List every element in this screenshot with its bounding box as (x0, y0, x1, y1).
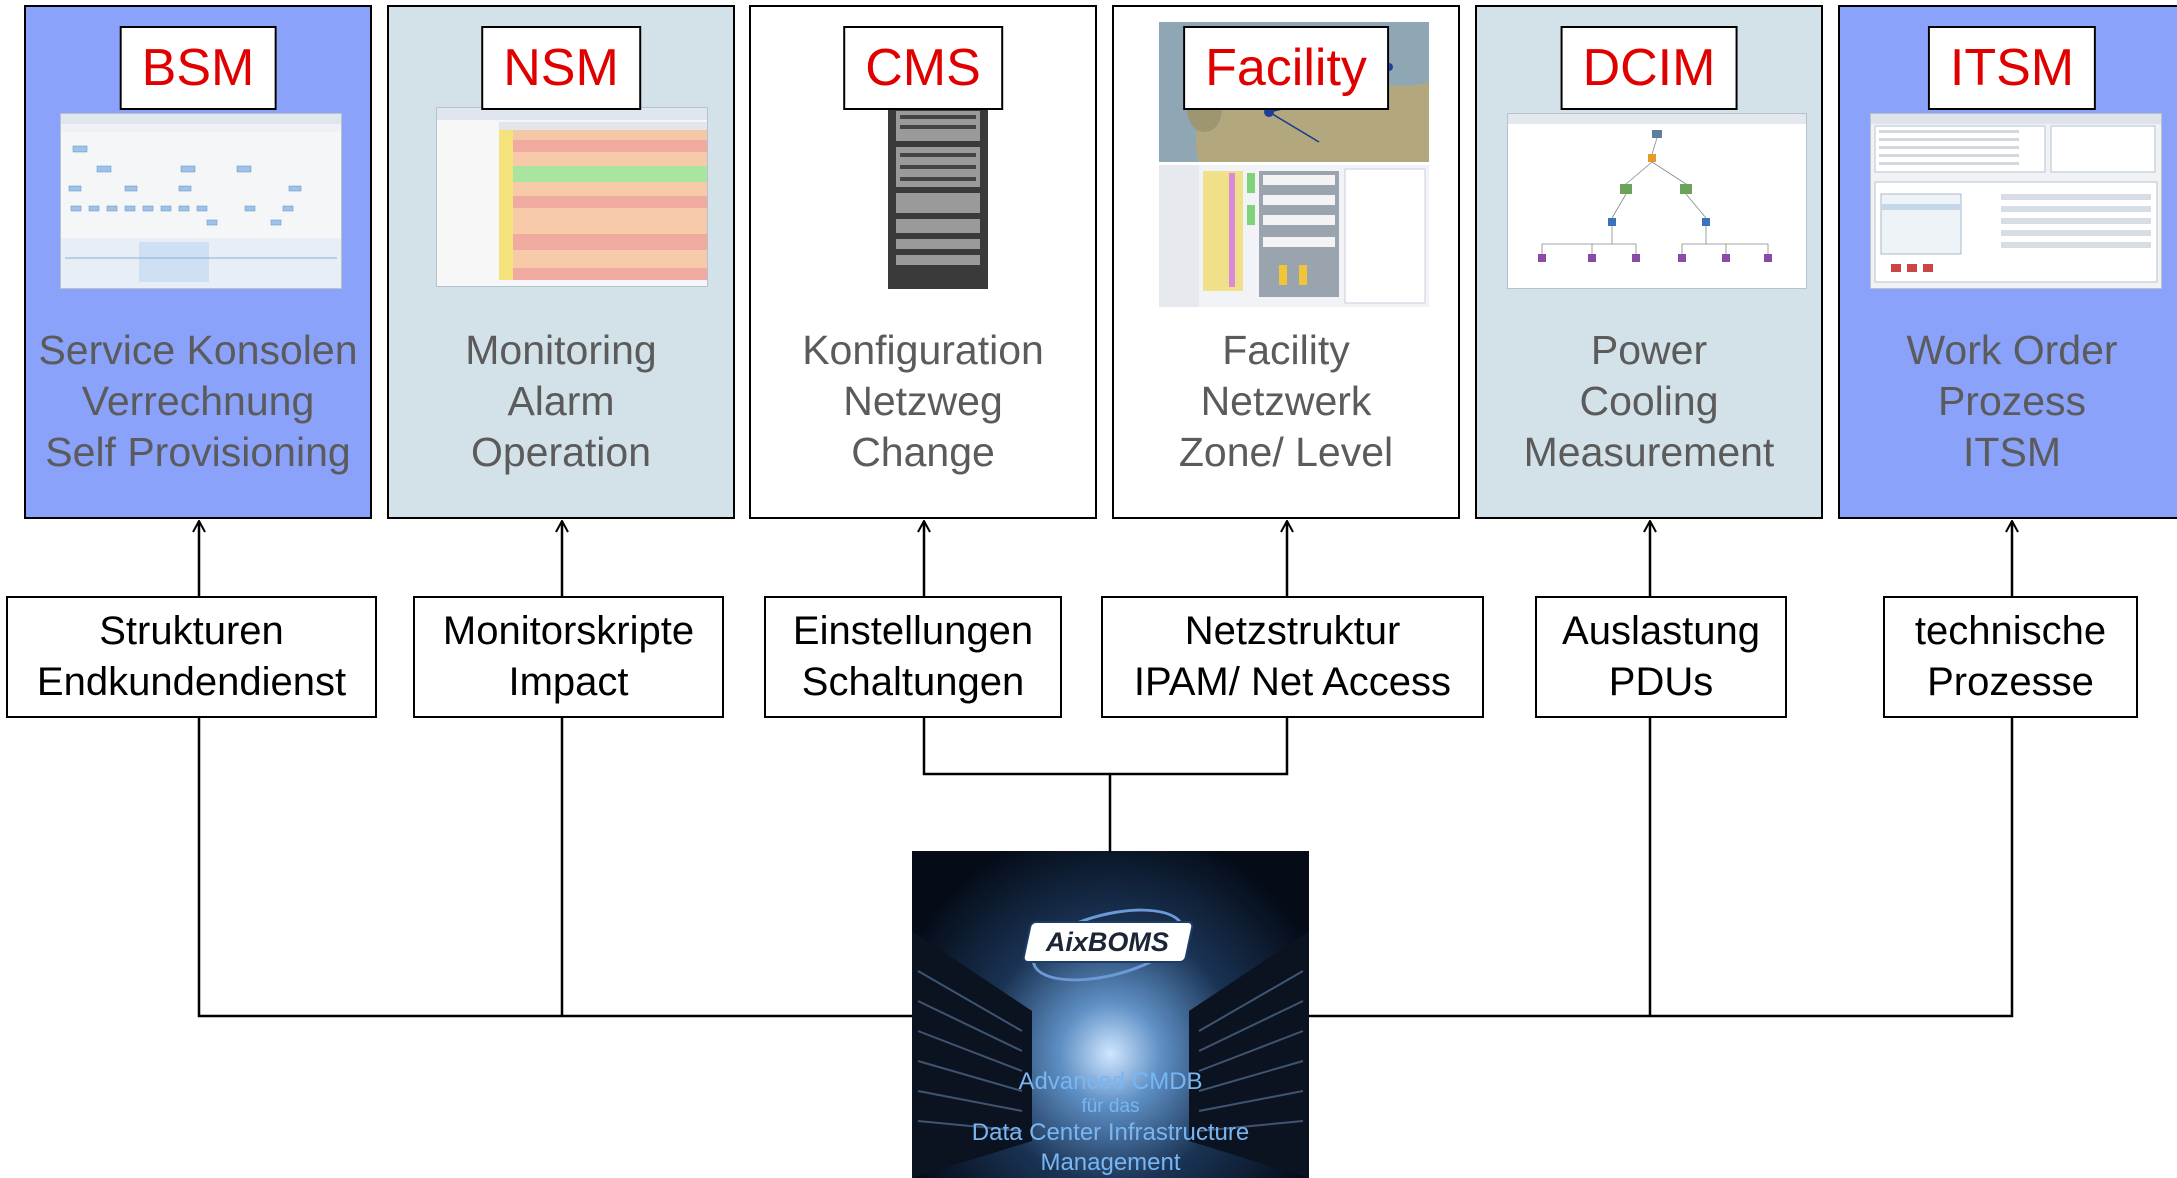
bus-left (197, 718, 912, 1018)
module-line: Monitoring (465, 327, 657, 373)
server-racks-right (1189, 931, 1309, 1178)
box-netzstruktur: Netzstruktur IPAM/ Net Access (1101, 596, 1484, 718)
bsm-screenshot (60, 113, 342, 289)
module-line: Work Order (1906, 327, 2118, 373)
box-line: Einstellungen (792, 609, 1034, 653)
module-cms: CMS Konfiguration Netzweg Change (749, 5, 1097, 519)
aixboms-logo: AixBOMS (1021, 921, 1195, 963)
module-line: Change (851, 429, 995, 475)
module-tag: DCIM (1560, 26, 1738, 110)
center-line: für das (1081, 1096, 1140, 1117)
dcim-screenshot (1507, 113, 1807, 289)
itsm-screenshot (1870, 113, 2162, 289)
aixboms-center-image: AixBOMS Advanced CMDB für das Data Cente… (912, 851, 1309, 1178)
module-facility: Facility Facility Netzwerk Zon (1112, 5, 1460, 519)
center-line: Management (1040, 1149, 1181, 1176)
module-tag: BSM (119, 26, 277, 110)
box-technische: technische Prozesse (1883, 596, 2138, 718)
box-strukturen: Strukturen Endkundendienst (6, 596, 377, 718)
module-line: ITSM (1963, 429, 2061, 475)
module-line: Service Konsolen (38, 327, 358, 373)
facility-floorplan-image (1159, 165, 1429, 307)
module-line: Power (1590, 327, 1708, 373)
module-line: Facility (1222, 327, 1350, 373)
server-racks-left (912, 931, 1032, 1178)
module-tag: Facility (1183, 26, 1389, 110)
module-nsm: NSM Monitoring Alarm Operation (387, 5, 735, 519)
center-line: Data Center Infrastructure (971, 1119, 1250, 1146)
aixboms-logo-text: AixBOMS (1046, 926, 1170, 957)
box-line: Strukturen (99, 609, 284, 653)
center-line: Advanced CMDB (1018, 1068, 1203, 1095)
nsm-screenshot (436, 107, 708, 287)
box-einstellungen: Einstellungen Schaltungen (764, 596, 1062, 718)
box-line: Netzstruktur (1184, 609, 1401, 653)
module-line: Prozess (1937, 378, 2087, 424)
module-line: Verrechnung (81, 378, 315, 424)
module-line: Alarm (507, 378, 615, 424)
module-tag: NSM (481, 26, 641, 110)
box-line: Monitorskripte (442, 609, 695, 653)
module-line: Operation (470, 429, 652, 475)
module-itsm: ITSM Work Order Prozess ITSM (1838, 5, 2177, 519)
bus-right (1309, 718, 2014, 1018)
module-line: Netzwerk (1200, 378, 1372, 424)
bus-merge (922, 718, 1289, 776)
module-tag: ITSM (1927, 26, 2097, 110)
module-tag: CMS (843, 26, 1003, 110)
module-line: Self Provisioning (45, 429, 351, 475)
module-bsm: BSM Service Konsolen Verrechnung Self Pr… (24, 5, 372, 519)
box-line: Auslastung (1562, 609, 1760, 653)
module-line: Zone/ Level (1178, 429, 1394, 475)
module-line: Netzweg (843, 378, 1003, 424)
module-line: Cooling (1579, 378, 1719, 424)
box-line: IPAM/ Net Access (1133, 660, 1452, 704)
module-line: Konfiguration (802, 327, 1044, 373)
box-line: PDUs (1608, 660, 1714, 704)
box-auslastung: Auslastung PDUs (1535, 596, 1787, 718)
box-line: Schaltungen (801, 660, 1025, 704)
box-line: Impact (508, 660, 629, 704)
box-line: technische (1914, 609, 2107, 653)
box-line: Prozesse (1927, 660, 2094, 704)
module-dcim: DCIM Power Cooling Measurement (1475, 5, 1823, 519)
box-line: Endkundendienst (36, 660, 347, 704)
box-monitorskripte: Monitorskripte Impact (413, 596, 724, 718)
module-line: Measurement (1523, 429, 1775, 475)
